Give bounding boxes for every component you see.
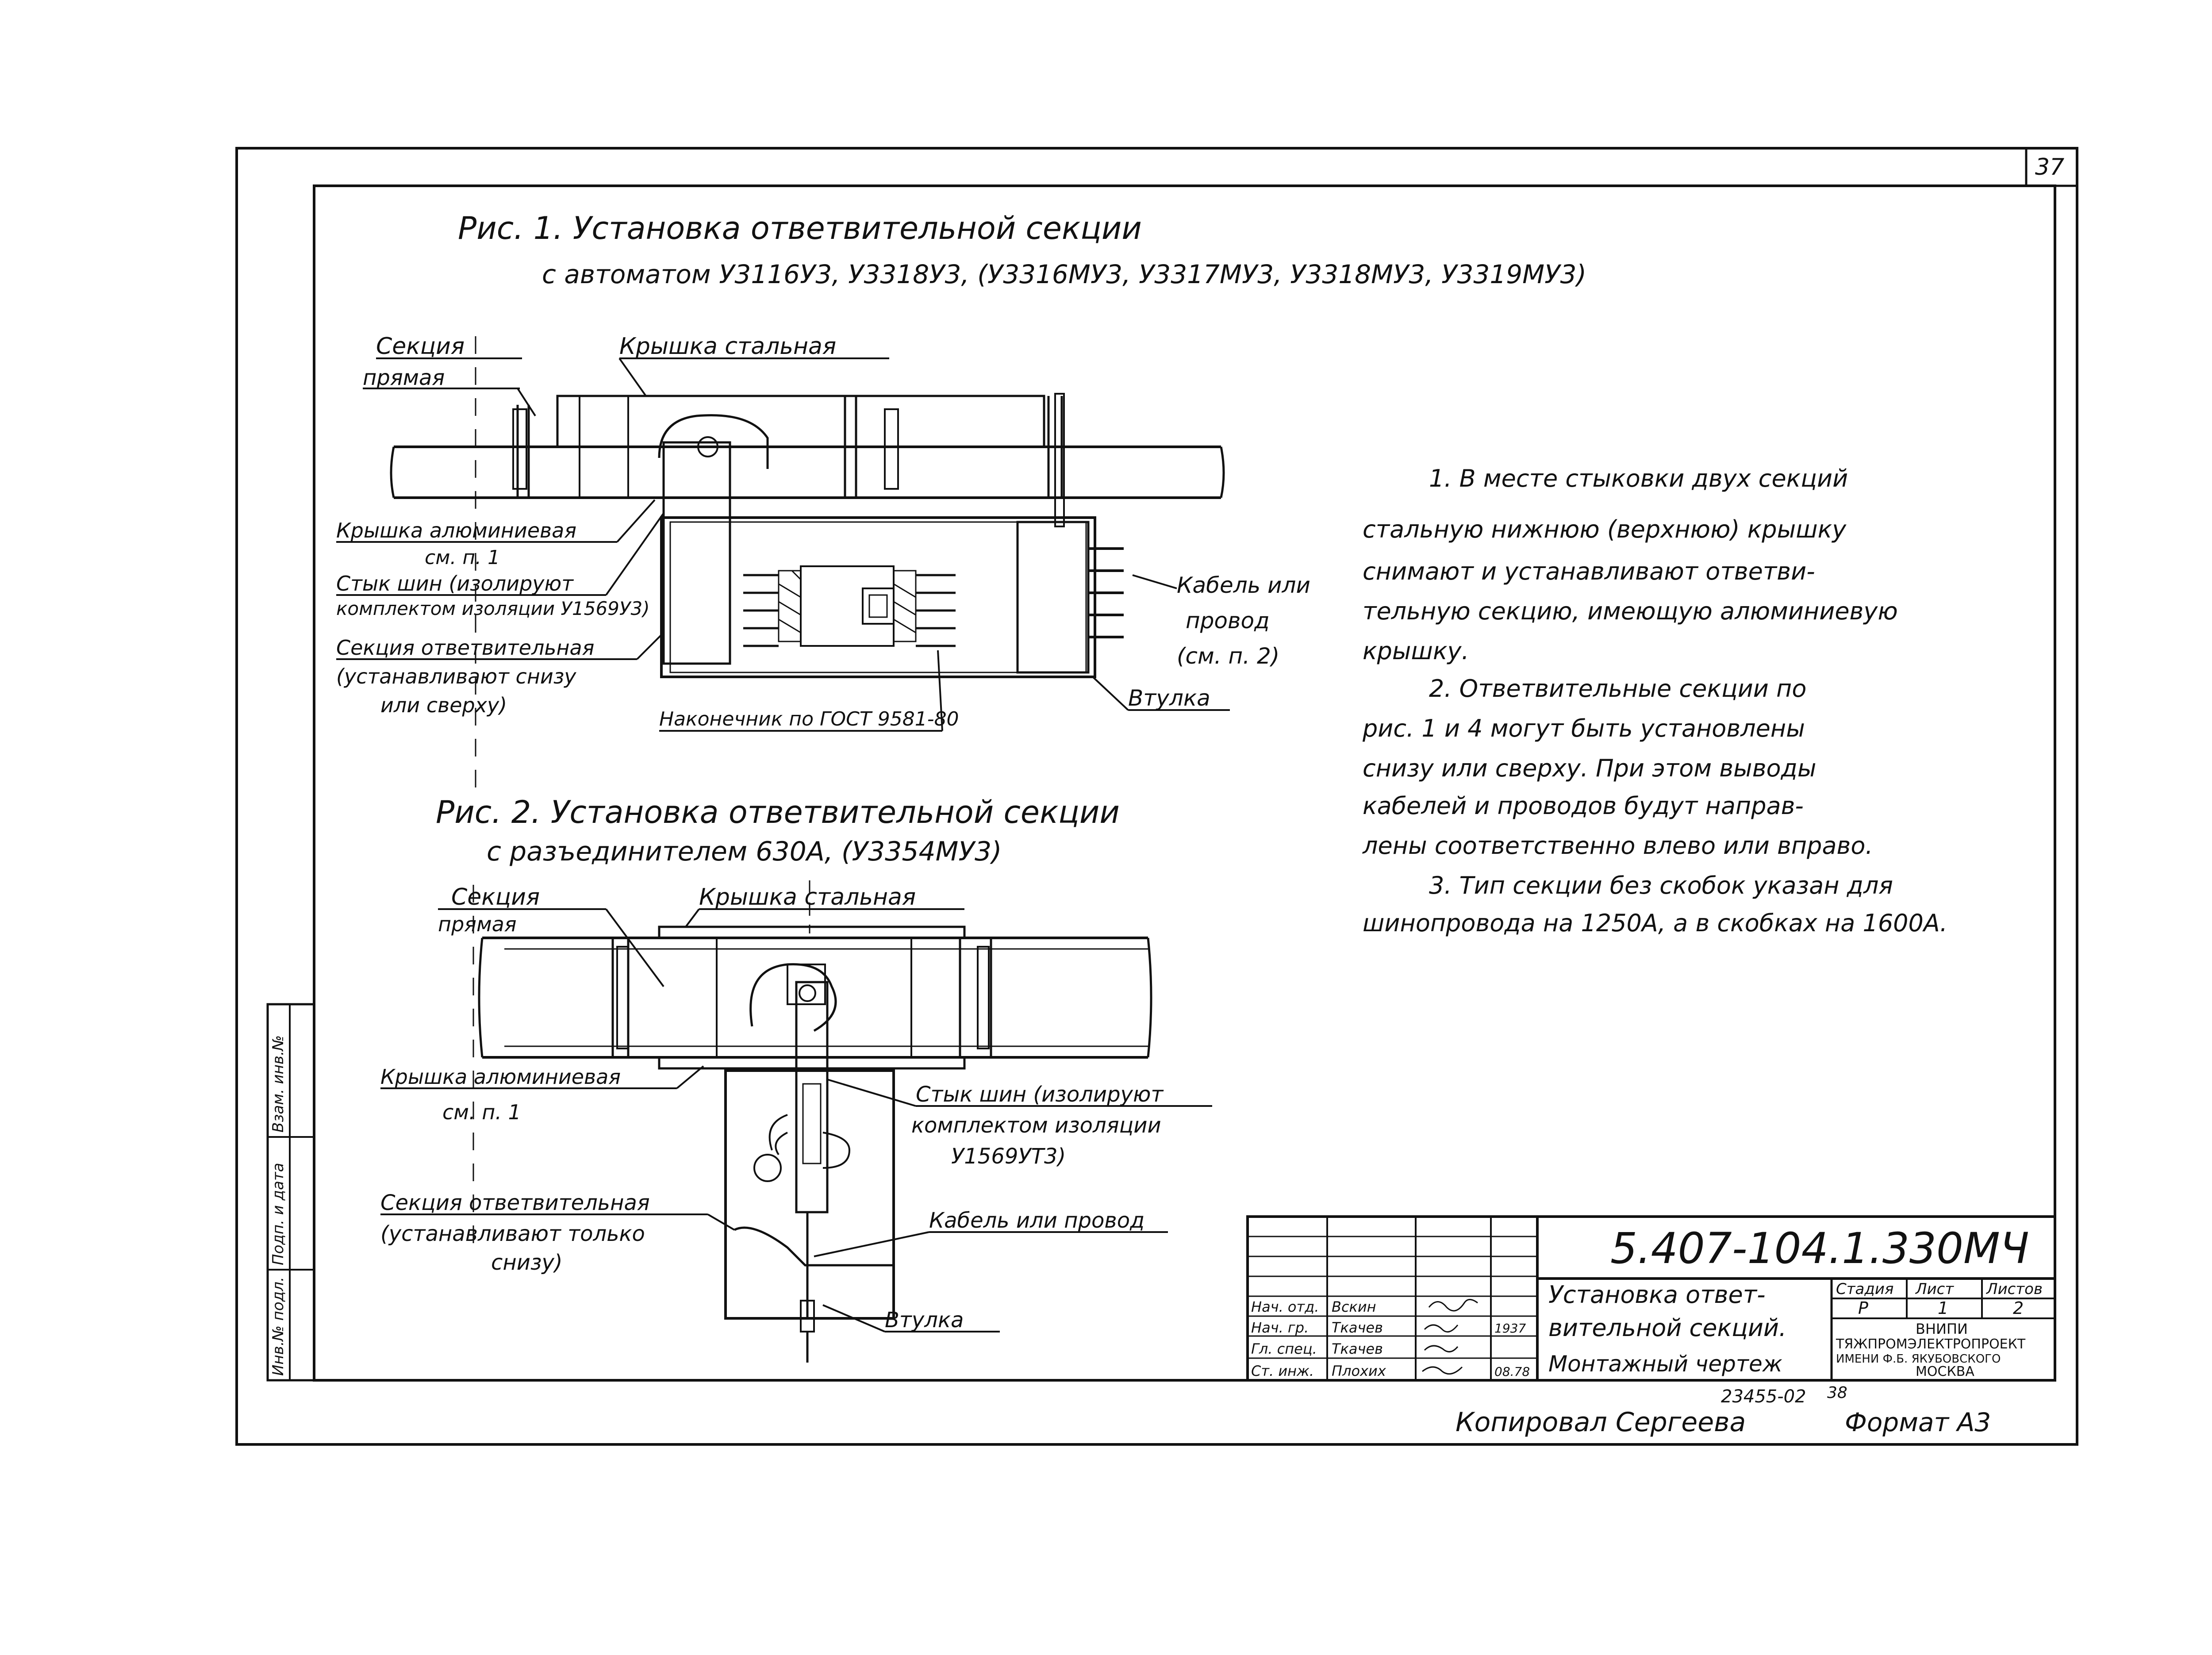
fig2-sleeve: Втулка bbox=[885, 1308, 964, 1332]
fig1-labels: Секция прямая Крышка стальная Крышка алю… bbox=[336, 333, 1310, 732]
note-line: 3. Тип секции без скобок указан для bbox=[1429, 872, 1893, 899]
note-line: стальную нижнюю (верхнюю) крышку bbox=[1363, 515, 1847, 543]
page-number: 37 bbox=[2035, 154, 2064, 180]
fig1-cable-2: провод bbox=[1186, 608, 1270, 634]
sign-name: Ткачев bbox=[1332, 1319, 1383, 1336]
title-block: 5.407-104.1.330МЧ Нач. отд. Вскин Нач. г… bbox=[1246, 1215, 2056, 1382]
fig2-cover-alu-1: Крышка алюминиевая bbox=[380, 1065, 621, 1089]
fig1-cable-1: Кабель или bbox=[1177, 572, 1310, 598]
sign-date: 08.78 bbox=[1494, 1364, 1530, 1379]
fig2-branch-2: (устанавливают только bbox=[380, 1221, 645, 1246]
sign-name: Вскин bbox=[1332, 1298, 1376, 1315]
fig2-section-straight-1: Секция bbox=[451, 884, 540, 910]
fig1-title-line2: с автоматом У3116У3, У3318У3, (У3316МУ3,… bbox=[542, 259, 1586, 289]
fig2-cable: Кабель или провод bbox=[929, 1208, 1144, 1233]
note-line: кабелей и проводов будут направ- bbox=[1363, 792, 1804, 820]
fig2-labels: Секция прямая Крышка стальная Крышка алю… bbox=[380, 884, 1212, 1332]
stage-value: Р bbox=[1858, 1298, 1868, 1318]
fig1-branch-1: Секция ответвительная bbox=[336, 636, 594, 660]
note-line: рис. 1 и 4 могут быть установлены bbox=[1362, 714, 1805, 742]
fig2-busbar bbox=[472, 880, 1152, 1363]
sheet-value: 1 bbox=[1938, 1298, 1948, 1318]
note-line: лены соответственно влево или вправо. bbox=[1362, 832, 1873, 860]
fig2-section-straight-2: прямая bbox=[438, 912, 517, 936]
fig1-lug: Наконечник по ГОСТ 9581-80 bbox=[659, 708, 959, 730]
note-line: снизу или сверху. При этом выводы bbox=[1363, 754, 1816, 782]
sign-role: Нач. гр. bbox=[1251, 1319, 1309, 1336]
org-line-4: МОСКВА bbox=[1916, 1364, 1974, 1379]
fig1-sleeve: Втулка bbox=[1128, 685, 1210, 711]
designation: 5.407-104.1.330МЧ bbox=[1610, 1224, 2029, 1273]
fig2-cover-steel: Крышка стальная bbox=[699, 884, 916, 910]
fig1-cover-alu-1: Крышка алюминиевая bbox=[336, 518, 576, 542]
note-line: тельную секцию, имеющую алюминиевую bbox=[1363, 597, 1898, 625]
archive-number: 23455-02 bbox=[1721, 1386, 1806, 1407]
fig2-joint-2: комплектом изоляции bbox=[911, 1113, 1161, 1138]
fig1-title-line1: Рис. 1. Установка ответвительной секции bbox=[458, 210, 1142, 246]
side-stamp: Инв.№ подл. Подп. и дата Взам. инв.№ bbox=[266, 1003, 315, 1382]
sheet-header: Лист bbox=[1915, 1280, 1954, 1298]
notes: 1. В месте стыковки двух секций стальную… bbox=[1362, 465, 1947, 937]
fig1-branch-2: (устанавливают снизу bbox=[336, 664, 576, 688]
org-line-1: ВНИПИ bbox=[1916, 1321, 1968, 1337]
fig2-title-line1: Рис. 2. Установка ответвительной секции bbox=[436, 794, 1120, 830]
fig2-branch-1: Секция ответвительная bbox=[380, 1190, 650, 1215]
note-line: крышку. bbox=[1363, 637, 1469, 665]
side-stamp-inv: Инв.№ подл. bbox=[269, 1277, 287, 1376]
drawing-name-1: Установка ответ- bbox=[1548, 1281, 1766, 1309]
sign-role: Ст. инж. bbox=[1251, 1363, 1314, 1379]
sheets-header: Листов bbox=[1985, 1280, 2043, 1298]
org-line-3: ИМЕНИ Ф.Б. ЯКУБОВСКОГО bbox=[1836, 1352, 2001, 1366]
drawing-name-2: вительной секций. bbox=[1548, 1314, 1786, 1342]
copied-by: Копировал Сергеева bbox=[1455, 1407, 1746, 1438]
fig2-cover-alu-2: см. п. 1 bbox=[442, 1100, 521, 1124]
note-line: снимают и устанавливают ответви- bbox=[1363, 557, 1815, 585]
fig1-busbar bbox=[390, 336, 1225, 796]
note-line: шинопровода на 1250А, а в скобках на 160… bbox=[1363, 909, 1947, 937]
fig2-joint-3: У1569УТ3) bbox=[951, 1144, 1066, 1169]
fig1-section-straight-2: прямая bbox=[363, 365, 445, 390]
fig1-cover-steel: Крышка стальная bbox=[619, 333, 836, 360]
sheets-value: 2 bbox=[2013, 1298, 2024, 1318]
fig2-title-line2: с разъединителем 630А, (У3354МУ3) bbox=[487, 836, 1002, 867]
note-line: 2. Ответвительные секции по bbox=[1429, 675, 1806, 703]
fig1-joint-2: комплектом изоляции У1569У3) bbox=[336, 598, 650, 619]
sheet-frame bbox=[235, 147, 2078, 1446]
org-line-2: ТЯЖПРОМЭЛЕКТРОПРОЕКТ bbox=[1836, 1336, 2026, 1352]
fig1-joint-1: Стык шин (изолируют bbox=[336, 572, 574, 595]
drawing-name-3: Монтажный чертеж bbox=[1548, 1351, 1782, 1377]
archive-sub: 38 bbox=[1827, 1384, 1847, 1402]
sign-role: Нач. отд. bbox=[1251, 1298, 1319, 1315]
fig1-branch-3: или сверху) bbox=[380, 693, 507, 717]
fig2-branch-3: снизу) bbox=[491, 1250, 563, 1275]
side-stamp-replace: Взам. инв.№ bbox=[269, 1035, 287, 1133]
sign-name: Плохих bbox=[1332, 1363, 1386, 1379]
fig1-cover-alu-2: см. п. 1 bbox=[425, 546, 500, 569]
sign-role: Гл. спец. bbox=[1251, 1340, 1317, 1357]
fig2-joint-1: Стык шин (изолируют bbox=[916, 1082, 1164, 1107]
sheet-format: Формат А3 bbox=[1845, 1407, 1991, 1437]
fig1-section-straight-1: Секция bbox=[376, 333, 465, 360]
sign-date: 1937 bbox=[1494, 1321, 1526, 1336]
sign-name: Ткачев bbox=[1332, 1340, 1383, 1357]
stage-header: Стадия bbox=[1836, 1280, 1893, 1298]
side-stamp-sign: Подп. и дата bbox=[269, 1163, 287, 1265]
fig1-cable-3: (см. п. 2) bbox=[1177, 643, 1279, 669]
note-line: 1. В месте стыковки двух секций bbox=[1429, 465, 1848, 492]
